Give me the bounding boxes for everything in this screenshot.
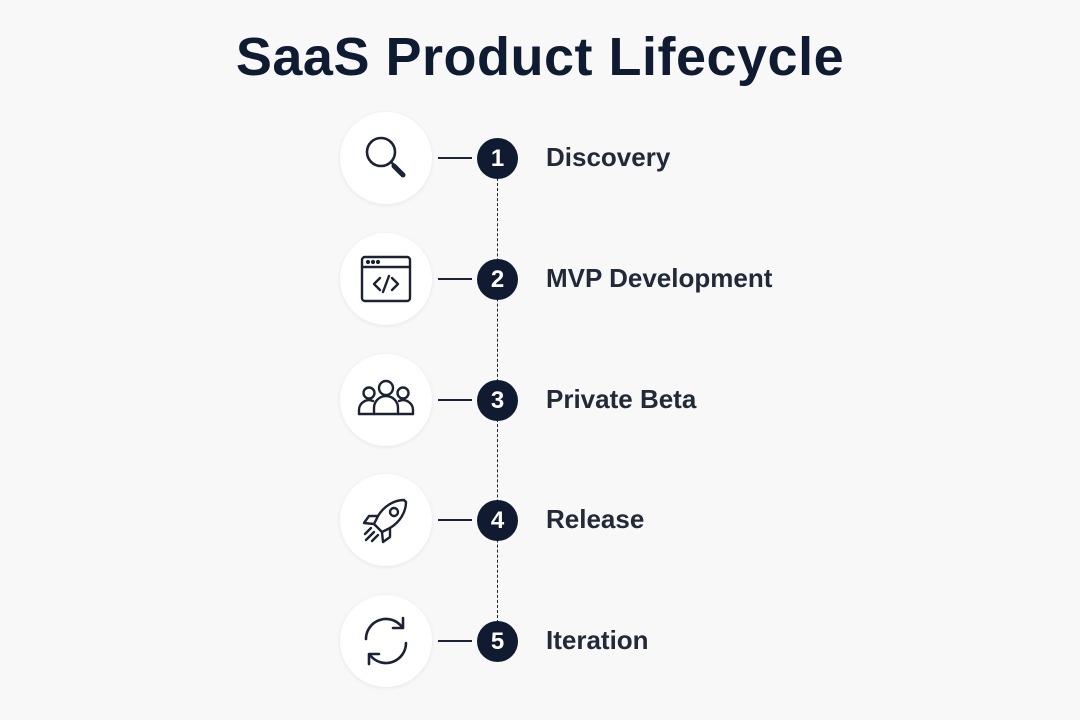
step-icon-circle <box>340 112 432 204</box>
refresh-cycle-icon <box>364 616 408 666</box>
step-icon-circle <box>340 233 432 325</box>
step-label: MVP Development <box>546 263 773 293</box>
step-connector-line <box>438 519 472 521</box>
step-number-badge: 4 <box>477 500 518 541</box>
page-title: SaaS Product Lifecycle <box>235 27 845 87</box>
step-icon-circle <box>340 474 432 566</box>
user-group-icon <box>357 379 415 416</box>
rocket-icon <box>362 498 408 544</box>
step-number-badge: 1 <box>477 138 518 179</box>
step-number-badge: 3 <box>477 380 518 421</box>
step-label: Discovery <box>546 142 671 172</box>
step-connector-line <box>438 399 472 401</box>
step-connector-line <box>438 640 472 642</box>
lifecycle-step-release: 4 Release <box>0 474 1080 570</box>
step-icon-circle <box>340 595 432 687</box>
step-label: Iteration <box>546 625 649 655</box>
magnifying-glass-icon <box>365 136 406 178</box>
lifecycle-step-mvp-development: 2 MVP Development <box>0 233 1080 329</box>
code-window-icon <box>360 255 412 303</box>
step-number-badge: 2 <box>477 259 518 300</box>
step-number-badge: 5 <box>477 621 518 662</box>
lifecycle-step-private-beta: 3 Private Beta <box>0 354 1080 450</box>
step-connector-line <box>438 278 472 280</box>
step-icon-circle <box>340 354 432 446</box>
step-label: Release <box>546 504 645 534</box>
step-label: Private Beta <box>546 384 697 414</box>
step-connector-line <box>438 157 472 159</box>
lifecycle-step-discovery: 1 Discovery <box>0 112 1080 208</box>
lifecycle-step-iteration: 5 Iteration <box>0 595 1080 691</box>
